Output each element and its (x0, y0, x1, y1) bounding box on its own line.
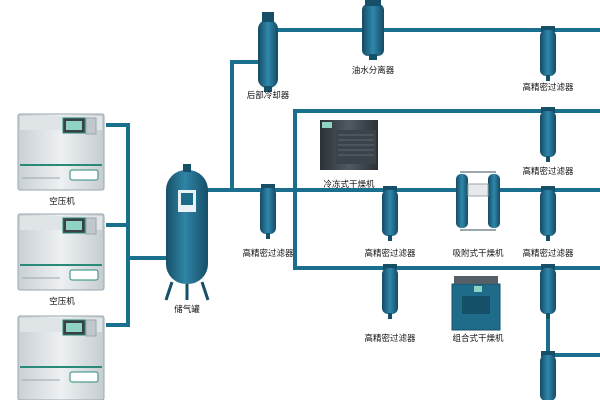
oil-separator-label: 油水分离器 (351, 66, 395, 76)
filter-icon (540, 351, 556, 400)
combination-dryer-label: 组合式干燥机 (452, 334, 504, 344)
aftercooler (258, 12, 278, 92)
filter-label: 高精密过滤器 (364, 249, 416, 259)
compressor-label: 空压机 (49, 297, 75, 307)
refrigerated-dryer-label: 冷冻式干燥机 (323, 180, 375, 190)
filter-icon (382, 264, 398, 319)
tank-icon (166, 170, 208, 284)
oil-separator (362, 0, 384, 60)
compressor-2 (17, 213, 105, 291)
filter-icon (260, 184, 276, 239)
separator-icon (362, 4, 384, 56)
aftercooler-icon (258, 20, 278, 88)
compressor-label: 空压机 (49, 197, 75, 207)
adsorption-dryer-label: 吸附式干燥机 (452, 249, 504, 259)
filter-label: 高精密过滤器 (522, 83, 574, 93)
compressor-3 (17, 315, 105, 400)
filter-label: 高精密过滤器 (522, 167, 574, 177)
filter-label: 高精密过滤器 (242, 249, 294, 259)
filter-label: 高精密过滤器 (522, 249, 574, 259)
adsorption-dryer (456, 171, 500, 231)
filter-icon (540, 26, 556, 81)
dryer-icon (456, 174, 468, 228)
tank-label: 储气罐 (174, 305, 200, 315)
aftercooler-label: 后部冷却器 (246, 91, 290, 101)
refrigerated-dryer (320, 120, 378, 170)
filter-label: 高精密过滤器 (364, 334, 416, 344)
filters-group (260, 26, 556, 400)
filter-icon (540, 186, 556, 241)
combination-dryer (451, 276, 501, 331)
compressor-1 (17, 113, 105, 191)
filter-icon (540, 264, 556, 319)
filter-icon (540, 107, 556, 162)
filter-icon (382, 186, 398, 241)
air-tank (164, 164, 210, 301)
